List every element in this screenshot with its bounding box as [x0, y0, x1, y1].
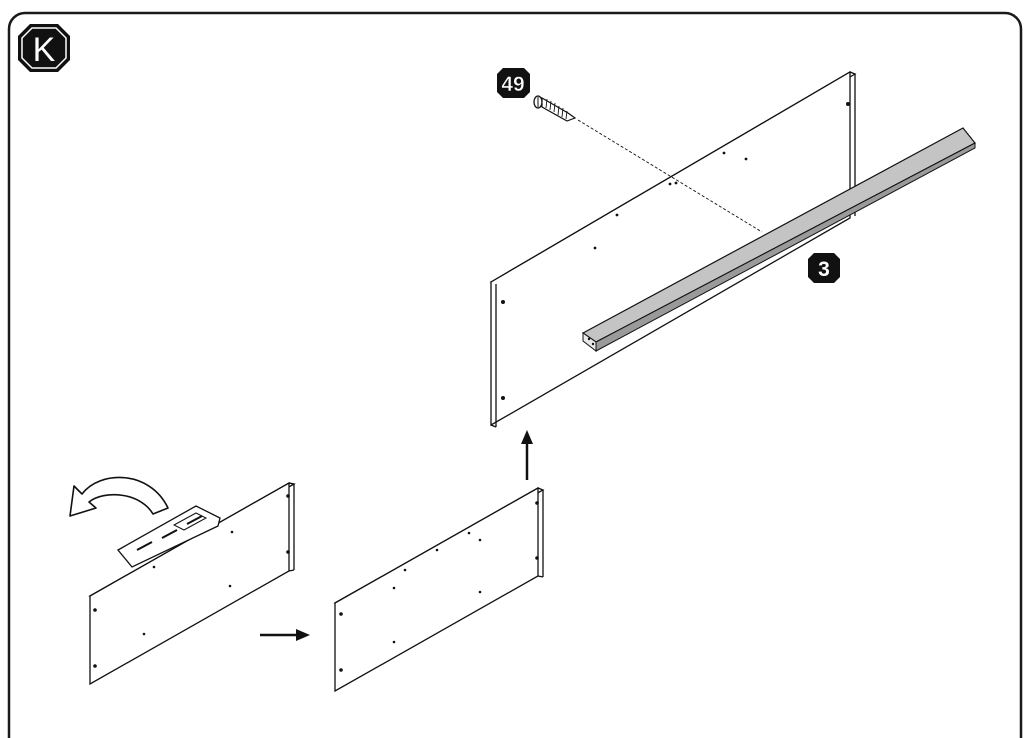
- panel-hole: [668, 182, 672, 186]
- panel-hole: [286, 494, 290, 498]
- panel-hole: [93, 608, 97, 612]
- panel-hole: [392, 640, 396, 644]
- plate-slot: [136, 541, 153, 551]
- callout-screw-badge: [497, 68, 530, 98]
- screw-guide-line: [577, 119, 763, 233]
- panel-hole: [467, 531, 471, 535]
- middle-panel-face: [334, 486, 539, 693]
- panel-hole: [535, 501, 539, 505]
- callout-shelf-badge: [808, 253, 840, 283]
- panel-hole: [435, 548, 439, 552]
- panel-hole: [230, 530, 234, 534]
- right-arrow-icon: [260, 629, 310, 641]
- panel-hole: [501, 300, 505, 304]
- callout-screw-label: 49: [501, 73, 524, 96]
- rotate-arrow-icon: [69, 476, 169, 517]
- plate-slot: [186, 515, 203, 525]
- panel-hole: [339, 612, 343, 616]
- panel-hole: [478, 538, 482, 542]
- callout-shelf: 3: [808, 253, 840, 283]
- panel-hole: [501, 396, 505, 400]
- left-panel-side-bottom: [288, 569, 295, 572]
- panel-hole: [615, 213, 619, 217]
- plate-slot: [161, 529, 178, 539]
- panel-hole: [228, 584, 232, 588]
- mounting-plate: [117, 505, 221, 568]
- panel-hole: [142, 632, 146, 636]
- shelf-end-hole: [587, 337, 591, 341]
- panel-hole: [535, 556, 539, 560]
- panel-hole: [846, 102, 850, 106]
- panel-hole: [93, 664, 97, 668]
- shelf-board-end: [582, 332, 597, 353]
- step-badge-inner-outline: [21, 27, 67, 69]
- panel-hole: [286, 550, 290, 554]
- panel-hole: [392, 586, 396, 590]
- panel-hole: [744, 157, 748, 161]
- step-frame: [7, 11, 1023, 738]
- top-assembly-group: [489, 70, 976, 428]
- middle-panel-group: [333, 486, 545, 693]
- top-panel-face: [490, 70, 851, 427]
- panel-hole: [478, 590, 482, 594]
- left-panel-edge: [288, 482, 295, 485]
- up-arrow-icon: [521, 430, 533, 480]
- step-badge: K: [18, 24, 70, 72]
- panel-hole: [152, 565, 156, 569]
- left-panel-group: [69, 476, 296, 686]
- panel-hole: [722, 151, 726, 155]
- callout-screw: 49: [497, 68, 530, 98]
- panel-hole: [593, 246, 597, 250]
- panel-hole: [403, 568, 407, 572]
- panel-hole: [339, 668, 343, 672]
- screw-icon: [533, 95, 577, 122]
- callout-shelf-label: 3: [818, 258, 830, 281]
- step-badge-octagon: [18, 24, 70, 72]
- panel-hole: [674, 181, 678, 185]
- step-letter: K: [33, 31, 56, 69]
- shelf-end-hole: [591, 342, 595, 346]
- mounting-plate-tab: [172, 512, 208, 531]
